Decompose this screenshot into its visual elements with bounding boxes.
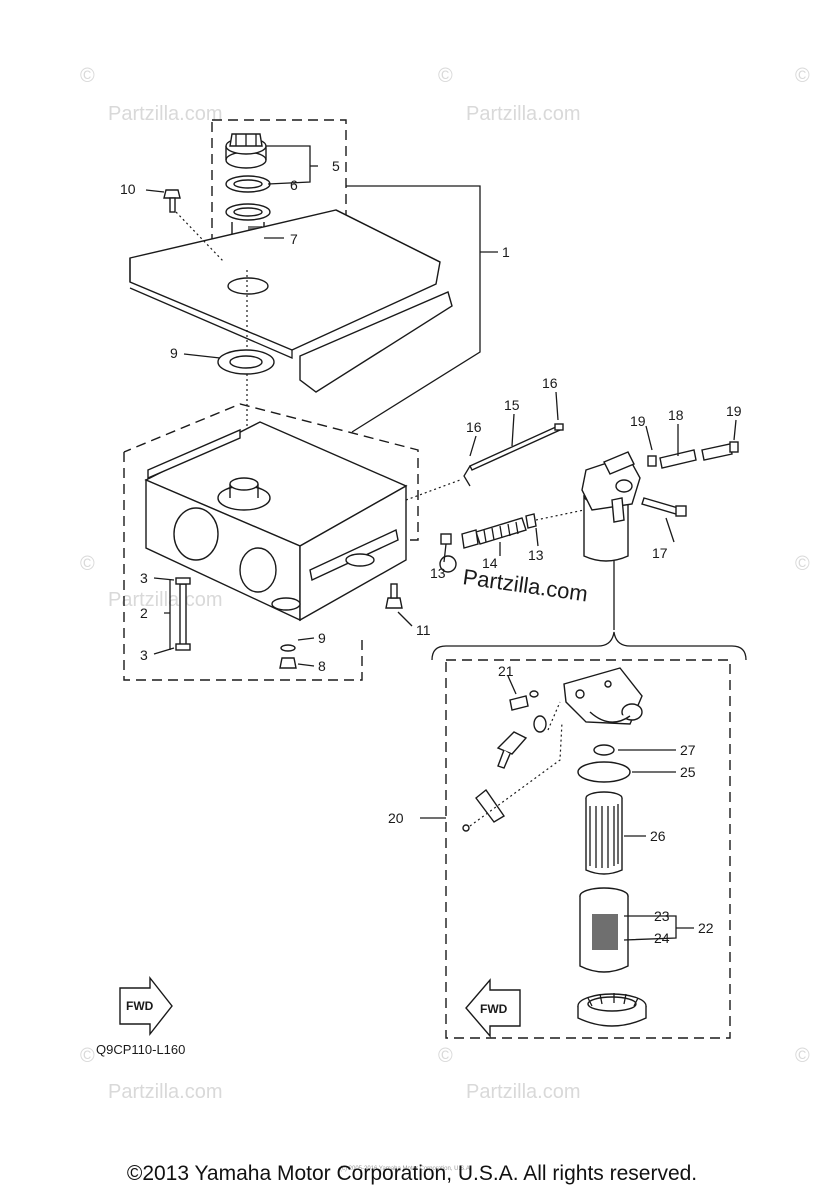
bleed-screw-part [509,690,539,711]
callout-14: 14 [482,555,498,571]
mount-bolt-part [385,583,403,609]
watermark-text: Partzilla.com [108,589,222,611]
callout-19b: 19 [726,403,742,419]
vent-hose-part [647,441,739,469]
fuel-tank-part [144,421,408,622]
fuel-hose-part [461,513,537,549]
watermark-text: Partzilla.com [466,103,580,125]
watermark-symbol: © [795,553,810,575]
callout-9: 9 [170,345,178,361]
callout-22: 22 [698,920,714,936]
fwd-arrow-icon: FWD [119,975,173,1037]
callout-3b: 3 [140,647,148,663]
filter-group-box [445,659,731,1039]
callout-10: 10 [120,181,136,197]
fuel-pipe-part [463,423,564,487]
assembly-line [469,701,563,827]
watermark-symbol: © [795,1045,810,1067]
tiny-notice: (c) 2005-2016 Yamaha Motor Corporation, … [340,1166,472,1172]
drain-hose-part [175,577,191,651]
filter-bracket [431,631,747,661]
callout-11: 11 [416,622,431,638]
watermark-symbol: © [438,65,453,87]
callout-21: 21 [498,663,514,679]
callout-26: 26 [650,828,666,844]
watermark-text: Partzilla.com [108,103,222,125]
callout-5: 6 [290,177,298,193]
filter-cup-part [579,887,629,973]
callout-4: 5 [332,158,340,174]
assembly-line [405,479,585,521]
filter-clamp-part [462,788,506,832]
water-separator-part [581,451,641,562]
watermark-symbol: © [438,1045,453,1067]
callout-15: 15 [504,397,520,413]
fwd-label: FWD [126,999,154,1013]
drain-plug-part [279,644,297,669]
callout-1: 1 [502,244,510,260]
assembly-line [175,211,225,263]
callout-20: 20 [388,810,404,826]
large-o-ring-part [577,761,631,783]
callout-16a: 16 [466,419,482,435]
small-o-ring-part [593,744,615,756]
watermark-symbol: © [80,1045,95,1067]
callout-17: 17 [652,545,668,561]
callout-2: 2 [140,605,148,621]
flange-gasket-part [217,349,275,375]
watermark-text: Partzilla.com [108,1081,222,1103]
callout-8: 9 [318,630,326,646]
callout-19a: 19 [630,413,646,429]
callout-13a: 13 [528,547,544,563]
watermark-overlay: Partzilla.com [461,564,589,606]
priming-lever-part [496,715,547,769]
watermark-symbol: © [795,65,810,87]
callout-13b: 13 [430,565,446,581]
callout-18: 18 [668,407,684,423]
filter-element-part [585,791,623,875]
watermark-symbol: © [80,553,95,575]
watermark-group: © Partzilla.com © Partzilla.com © © Part… [80,65,810,1103]
callouts: 5 6 7 10 1 9 3 2 3 9 8 11 16 15 16 19 18… [120,158,742,946]
callout-16b: 16 [542,375,558,391]
leader-lines [145,145,737,941]
fuel-cap-part [225,133,267,169]
callout-27: 27 [680,742,696,758]
fwd-label: FWD [480,1002,508,1016]
bracket-bolt-part [641,497,687,517]
callout-3a: 3 [140,570,148,586]
bolt-part [163,189,181,213]
fwd-arrow-icon: FWD [465,978,521,1038]
callout-24: 24 [654,930,670,946]
figure-code: Q9CP110-L160 [96,1042,185,1057]
filter-head-part [563,667,643,725]
ring-nut-part [577,993,647,1027]
callout-23: 23 [654,908,670,924]
callout-6: 7 [290,231,298,247]
watermark-text: Partzilla.com [466,1081,580,1103]
callout-25: 25 [680,764,696,780]
callout-7: 8 [318,658,326,674]
copyright-notice: ©2013 Yamaha Motor Corporation, U.S.A. A… [126,1162,698,1185]
watermark-symbol: © [80,65,95,87]
cap-gasket-part [225,175,271,193]
